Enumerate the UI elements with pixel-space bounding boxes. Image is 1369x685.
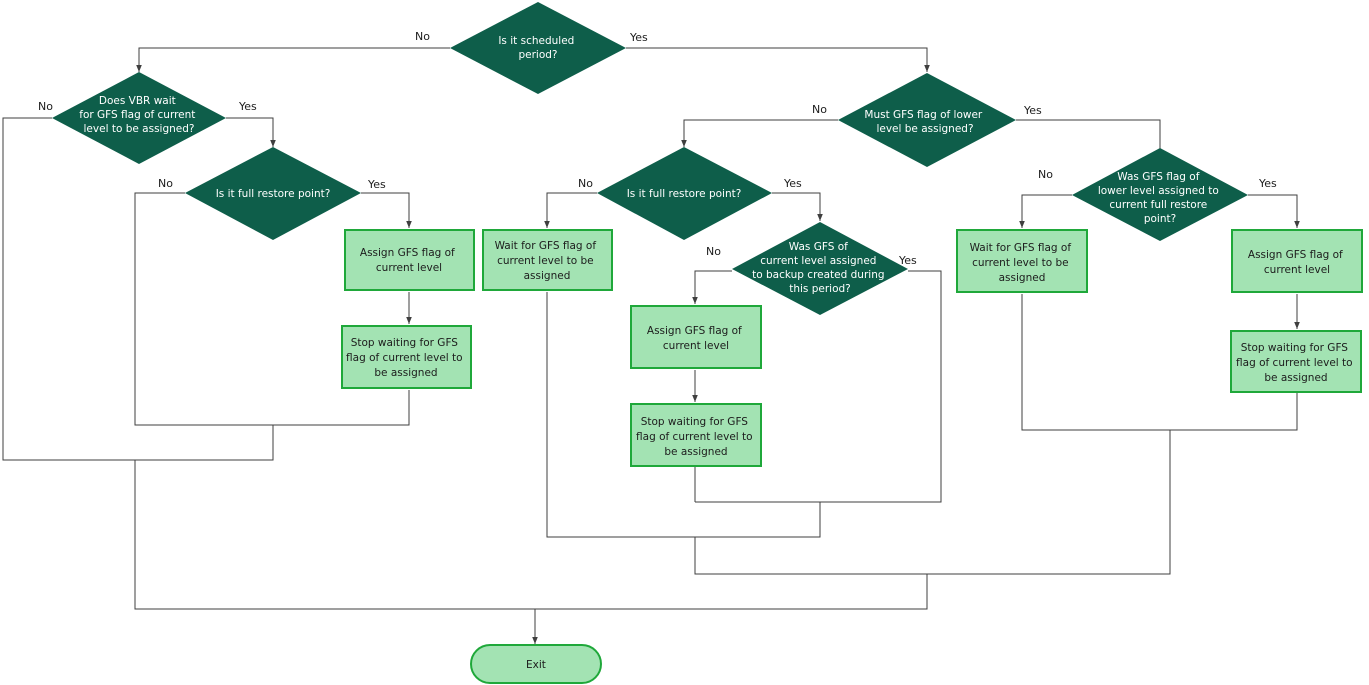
process-assign-mid: Assign GFS flag of current level [630, 305, 762, 369]
svg-text:Does VBR wait for GFS fl: Does VBR wait for GFS flag of current le… [79, 95, 199, 135]
label-yes-full-left: Yes [367, 178, 386, 191]
decision-was-lower-assigned: Was GFS flag of lower level assigned to … [1072, 148, 1248, 241]
process-assign-right: Assign GFS flag of current level [1231, 229, 1363, 293]
label-yes-scheduled: Yes [629, 31, 648, 44]
decision-scheduled-period: Is it scheduled period? [450, 2, 626, 94]
label-no-was-gfs: No [706, 245, 721, 258]
label-yes-vbr: Yes [238, 100, 257, 113]
label-yes-full-mid: Yes [783, 177, 802, 190]
svg-text:Assign GFS flag of curre: Assign GFS flag of current level [360, 247, 458, 274]
label-no-full-mid: No [578, 177, 593, 190]
decision-full-restore-left: Is it full restore point? [185, 147, 361, 240]
label-yes-was-gfs: Yes [898, 254, 917, 267]
label-no-scheduled: No [415, 30, 430, 43]
label-no-was-lower: No [1038, 168, 1053, 181]
process-wait-mid: Wait for GFS flag of current level to be… [482, 229, 613, 291]
label-yes-was-lower: Yes [1258, 177, 1277, 190]
svg-text:Is it scheduled period?: Is it scheduled period? [498, 35, 577, 61]
label-yes-must: Yes [1023, 104, 1042, 117]
decision-must-lower: Must GFS flag of lower level be assigned… [838, 73, 1016, 167]
svg-text:Assign GFS flag of curre: Assign GFS flag of current level [647, 325, 745, 352]
svg-text:Stop waiting for GFS fla: Stop waiting for GFS flag of current lev… [1236, 342, 1356, 384]
process-assign-left: Assign GFS flag of current level [344, 229, 475, 291]
svg-text:Must GFS flag of lower l: Must GFS flag of lower level be assigned… [864, 109, 985, 135]
svg-text:Exit: Exit [526, 659, 546, 671]
decision-full-restore-mid: Is it full restore point? [597, 147, 772, 240]
svg-text:Was GFS flag of lower le: Was GFS flag of lower level assigned to … [1098, 171, 1222, 225]
svg-text:Wait for GFS flag of cur: Wait for GFS flag of current level to be… [495, 240, 600, 282]
label-no-full-left: No [158, 177, 173, 190]
terminal-exit: Exit [470, 644, 602, 684]
decision-was-gfs-current: Was GFS of current level assigned to bac… [732, 222, 908, 315]
decision-vbr-wait: Does VBR wait for GFS flag of current le… [52, 72, 226, 164]
branch-labels: No Yes No Yes No Yes No Yes No Yes No Ye… [38, 30, 1277, 267]
process-wait-right: Wait for GFS flag of current level to be… [956, 229, 1088, 293]
label-no-vbr: No [38, 100, 53, 113]
process-stop-left: Stop waiting for GFS flag of current lev… [341, 325, 472, 389]
connectors [2, 47, 1300, 644]
process-stop-right: Stop waiting for GFS flag of current lev… [1230, 330, 1362, 393]
process-stop-mid: Stop waiting for GFS flag of current lev… [630, 403, 762, 467]
svg-text:Is it full restore point?: Is it full restore point? [216, 188, 331, 200]
label-no-must: No [812, 103, 827, 116]
svg-text:Is it full restore point?: Is it full restore point? [627, 188, 742, 200]
svg-text:Assign GFS flag of curre: Assign GFS flag of current level [1248, 249, 1346, 276]
svg-text:Stop waiting for GFS fla: Stop waiting for GFS flag of current lev… [346, 337, 466, 379]
svg-text:Wait for GFS flag of cur: Wait for GFS flag of current level to be… [970, 242, 1075, 284]
svg-text:Was GFS of current leve: Was GFS of current level assigned to bac… [752, 241, 888, 295]
svg-text:Stop waiting for GFS fla: Stop waiting for GFS flag of current lev… [636, 416, 756, 458]
